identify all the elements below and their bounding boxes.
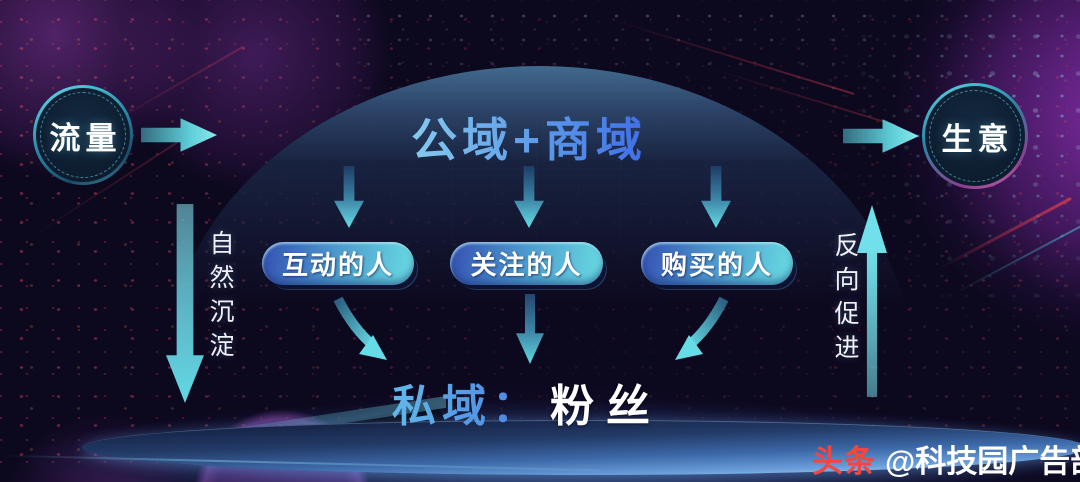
pill-purchasing-people: 购买的人 (641, 242, 793, 285)
business-node-label: 生意 (941, 121, 1014, 157)
curved-arrow-down-left-icon (675, 296, 729, 360)
watermark-handle: @科技园广告部 (885, 444, 1080, 479)
private-domain-prefix: 私域： (392, 382, 542, 431)
public-domain-title: 公域+商域 (411, 104, 647, 170)
pill-label: 互动的人 (281, 250, 394, 280)
background-grid (200, 60, 880, 340)
pill-following-people: 关注的人 (450, 242, 603, 285)
watermark: 头条 @科技园广告部 (812, 436, 1080, 481)
pill-label: 购买的人 (660, 250, 773, 280)
traffic-node-label: 流量 (49, 120, 122, 156)
reverse-promotion-label: 反向促进 (831, 232, 859, 368)
business-node: 生意 (922, 83, 1028, 189)
pill-interacting-people: 互动的人 (262, 242, 414, 285)
traffic-node-inner: 流量 (36, 88, 130, 182)
natural-settling-label: 自然沉淀 (206, 230, 234, 366)
stage-platform (82, 420, 1080, 475)
traffic-node: 流量 (33, 85, 133, 185)
private-domain-title: 私域：粉丝 (392, 370, 662, 434)
private-domain-value: 粉丝 (550, 382, 662, 431)
toutiao-brand-logo: 头条 (812, 444, 876, 479)
pill-label: 关注的人 (470, 250, 583, 280)
curved-arrow-down-right-icon (333, 296, 387, 360)
business-node-inner: 生意 (925, 86, 1025, 186)
